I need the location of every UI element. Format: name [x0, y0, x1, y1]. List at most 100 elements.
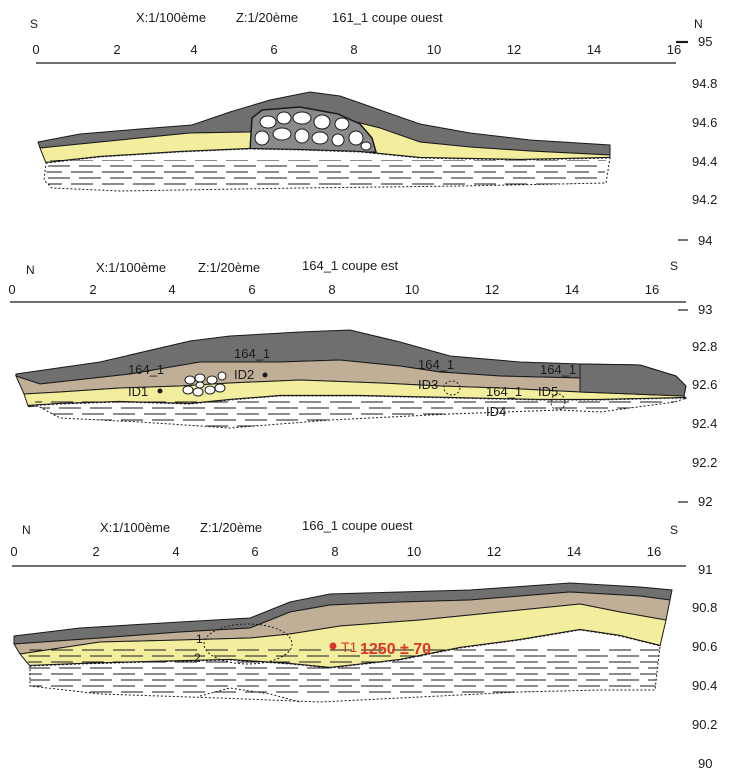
x-tick: 0: [10, 544, 17, 559]
x-tick: 10: [405, 282, 419, 297]
sample-dot-id1: [157, 388, 163, 394]
x-tick: 12: [487, 544, 501, 559]
section-1-z-axis: 95 94.8 94.6 94.4 94.2 94: [676, 34, 717, 248]
z-tick: 92.8: [692, 339, 717, 354]
section-1-strata: [37, 91, 611, 192]
z-tick: 93: [698, 302, 712, 317]
section-2-labels: 164_1 ID1 164_1 ID2 164_1 ID3 164_1 ID4 …: [128, 346, 576, 419]
z-tick: 92: [698, 494, 712, 509]
label-164-1-b: 164_1: [234, 346, 270, 361]
z-tick: 90.6: [692, 639, 717, 654]
z-tick: 94.6: [692, 115, 717, 130]
label-id5: ID5: [538, 384, 558, 399]
section-2-strata: [15, 329, 688, 429]
section-3-left-dir: N: [22, 523, 31, 537]
x-tick: 14: [565, 282, 579, 297]
dotted-features: [199, 623, 301, 703]
label-date: 1250 ± 70: [360, 641, 431, 658]
section-3-strata: [13, 582, 673, 703]
silt-hatching: [28, 649, 660, 693]
section-2-left-dir: N: [26, 263, 35, 277]
label-164-1-e: 164_1: [540, 362, 576, 377]
x-tick: 4: [190, 42, 197, 57]
x-tick: 4: [168, 282, 175, 297]
stone-cluster: [182, 371, 227, 397]
z-tick: 92.4: [692, 416, 717, 431]
sample-points: [157, 372, 268, 394]
x-tick: 4: [172, 544, 179, 559]
section-3-scale-z: Z:1/20ème: [200, 520, 262, 535]
x-tick: 8: [328, 282, 335, 297]
section-2-scale-x: X:1/100ème: [96, 260, 166, 275]
section-3-z-axis: 91 90.8 90.6 90.4 90.2 90: [692, 562, 717, 771]
label-id1: ID1: [128, 384, 148, 399]
z-tick: 90: [698, 756, 712, 771]
x-tick: 2: [113, 42, 120, 57]
label-2: 2: [194, 651, 201, 665]
silt-layer: [29, 629, 661, 703]
x-tick: 12: [507, 42, 521, 57]
z-tick: 92.2: [692, 455, 717, 470]
x-tick: 6: [251, 544, 258, 559]
label-id3: ID3: [418, 377, 438, 392]
z-tick: 94.8: [692, 76, 717, 91]
x-tick: 16: [647, 544, 661, 559]
section-164-1: N X:1/100ème Z:1/20ème 164_1 coupe est S…: [8, 258, 717, 509]
z-tick: 90.4: [692, 678, 717, 693]
stones: [254, 111, 372, 151]
section-3-labels: 1 2 T1 1250 ± 70: [194, 632, 431, 665]
z-tick: 90.8: [692, 600, 717, 615]
section-1-scale-x: X:1/100ème: [136, 10, 206, 25]
z-tick: 94.2: [692, 192, 717, 207]
x-tick: 0: [32, 42, 39, 57]
z-tick: 95: [698, 34, 712, 49]
label-id2: ID2: [234, 367, 254, 382]
x-tick: 14: [567, 544, 581, 559]
x-tick: 6: [248, 282, 255, 297]
z-tick: 90.2: [692, 717, 717, 732]
x-tick: 0: [8, 282, 15, 297]
section-3-scale-x: X:1/100ème: [100, 520, 170, 535]
label-id4: ID4: [486, 404, 506, 419]
section-2-title: 164_1 coupe est: [302, 258, 399, 273]
x-tick: 10: [427, 42, 441, 57]
z-tick: 94: [698, 233, 712, 248]
x-tick: 2: [89, 282, 96, 297]
label-164-1-a: 164_1: [128, 362, 164, 377]
z-tick: 94.4: [692, 154, 717, 169]
section-3-title: 166_1 coupe ouest: [302, 518, 413, 533]
label-164-1-c: 164_1: [418, 357, 454, 372]
x-tick: 8: [331, 544, 338, 559]
section-1-title: 161_1 coupe ouest: [332, 10, 443, 25]
x-tick: 14: [587, 42, 601, 57]
section-1-left-dir: S: [30, 17, 38, 31]
section-2-scale-z: Z:1/20ème: [198, 260, 260, 275]
sample-dot-id2: [262, 372, 268, 378]
label-164-1-d: 164_1: [486, 384, 522, 399]
x-tick: 16: [645, 282, 659, 297]
label-t1: T1: [341, 639, 358, 655]
silt-layer: [43, 148, 611, 192]
section-1-scale-z: Z:1/20ème: [236, 10, 298, 25]
section-1-x-ticks: 0 2 4 6 8 10 12 14 16: [32, 42, 681, 57]
x-tick: 12: [485, 282, 499, 297]
section-2-right-dir: S: [670, 259, 678, 273]
x-tick: 16: [667, 42, 681, 57]
section-2-x-ticks: 0 2 4 6 8 10 12 14 16: [8, 282, 659, 297]
section-161-1: S X:1/100ème Z:1/20ème 161_1 coupe ouest…: [30, 10, 717, 248]
section-3-x-ticks: 0 2 4 6 8 10 12 14 16: [10, 544, 661, 559]
x-tick: 2: [92, 544, 99, 559]
z-tick: 91: [698, 562, 712, 577]
x-tick: 8: [350, 42, 357, 57]
x-tick: 10: [407, 544, 421, 559]
silt-hatching: [44, 160, 606, 185]
section-2-z-axis: 93 92.8 92.6 92.4 92.2 92: [678, 302, 717, 509]
z-tick: 92.6: [692, 377, 717, 392]
dotted-pits: [443, 380, 566, 411]
section-1-right-dir: N: [694, 17, 703, 31]
grey-right-block: [579, 363, 687, 397]
x-tick: 6: [270, 42, 277, 57]
label-1: 1: [196, 632, 203, 646]
sample-dot-t1: [329, 642, 337, 650]
